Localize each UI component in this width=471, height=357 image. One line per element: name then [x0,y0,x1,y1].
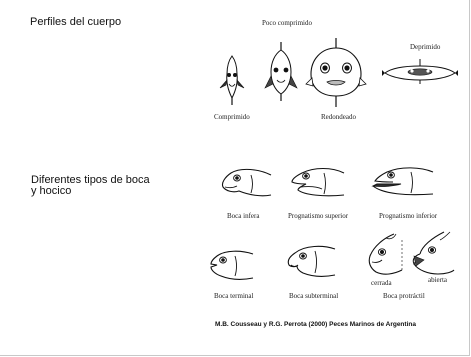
source-credit: M.B. Cousseau y R.G. Perrota (2000) Pece… [215,321,416,328]
protractile-closed-illustration [366,232,404,278]
slightly-compressed-label: Poco comprimido [262,19,312,27]
subterminal-mouth-label: Boca subterminal [289,292,338,300]
slightly-compressed-fish-illustration [263,40,299,102]
depressed-label: Deprimido [410,43,440,51]
protractile-open-label: abierta [428,276,447,284]
depressed-fish-illustration [381,57,459,85]
compressed-label: Comprimido [214,113,250,121]
mouth-types-heading-line2: y hocico [31,185,71,197]
compressed-fish-illustration [217,54,247,106]
lower-prognathism-label: Prognatismo inferior [379,212,437,220]
body-profiles-heading: Perfiles del cuerpo [30,16,121,28]
terminal-mouth-illustration [207,248,255,282]
inferior-mouth-illustration [219,165,273,201]
upper-prognathism-illustration [290,165,346,201]
rounded-label: Redondeado [321,113,356,121]
rounded-fish-illustration [305,36,367,108]
protractile-mouth-label: Boca protráctil [383,292,425,300]
subterminal-mouth-illustration [285,243,337,281]
lower-prognathism-illustration [371,164,435,200]
protractile-closed-label: cerrada [371,279,392,287]
terminal-mouth-label: Boca terminal [214,292,253,300]
protractile-open-illustration [410,230,456,278]
inferior-mouth-label: Boca infera [227,212,259,220]
upper-prognathism-label: Prognatismo superior [288,212,348,220]
